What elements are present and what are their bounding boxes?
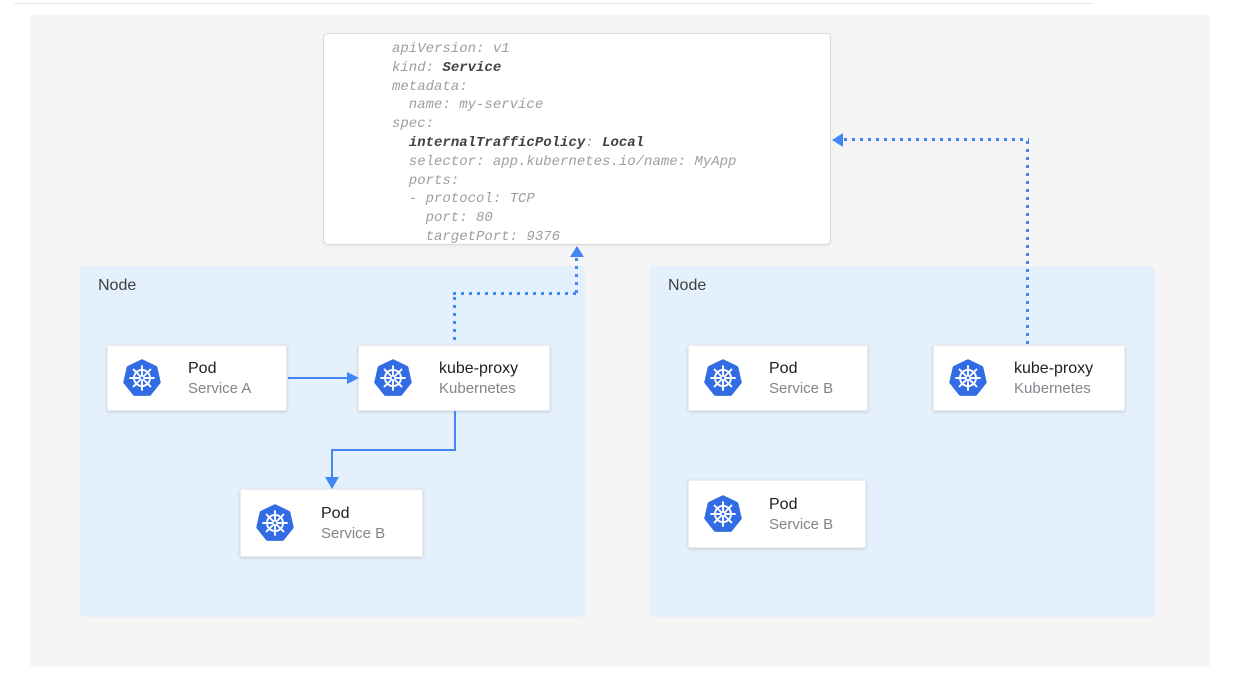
yaml-code-line: metadata:: [392, 78, 468, 95]
card-subtitle: Service A: [188, 379, 252, 397]
pod-service-b-card-right-top: Pod Service B: [688, 345, 868, 411]
node-label: Node: [668, 277, 707, 294]
dotted-arrow-left-kube-proxy-to-service-segment: [575, 258, 578, 294]
card-title: Pod: [188, 359, 217, 377]
pod-service-a-card: Pod Service A: [107, 345, 287, 411]
pod-service-b-card-right-bottom: Pod Service B: [688, 480, 866, 548]
kubernetes-icon: [704, 359, 742, 396]
yaml-config-card: apiVersion: v1 kind: Service metadata: nam…: [323, 33, 831, 245]
dotted-arrow-left-kube-proxy-to-service-segment: [453, 297, 456, 345]
yaml-code-line: spec:: [392, 116, 435, 133]
card-subtitle: Kubernetes: [1014, 379, 1091, 397]
dotted-arrow-right-kube-proxy-to-service-segment: [844, 138, 1029, 141]
arrow-pod-a-to-kube-proxy-head: [347, 372, 359, 384]
arrow-kube-proxy-to-pod-b-head: [325, 477, 339, 489]
kubernetes-icon: [256, 504, 294, 541]
dotted-arrow-right-kube-proxy-to-service-head: [832, 133, 843, 147]
kube-proxy-card-left: kube-proxy Kubernetes: [358, 345, 550, 411]
card-title: Pod: [769, 359, 798, 377]
card-title: Pod: [769, 495, 798, 513]
top-divider: [14, 3, 1093, 4]
arrow-pod-a-to-kube-proxy-line: [288, 377, 348, 379]
node-right: Node: [650, 266, 1155, 617]
card-subtitle: Kubernetes: [439, 379, 516, 397]
dotted-arrow-left-kube-proxy-to-service-segment: [453, 292, 580, 295]
card-subtitle: Service B: [769, 379, 834, 397]
kubernetes-icon: [374, 359, 412, 396]
yaml-code-line: port: 80: [392, 210, 493, 227]
yaml-code-line: targetPort: 9376: [392, 228, 561, 245]
yaml-code: apiVersion: v1 kind: Service metadata: nam…: [324, 34, 830, 247]
arrow-kube-proxy-to-pod-b-segment: [331, 449, 456, 451]
yaml-code-line: kind: Service: [392, 59, 502, 76]
yaml-code-line: internalTrafficPolicy: Local: [408, 134, 645, 151]
card-title: Pod: [321, 504, 350, 522]
card-title: kube-proxy: [1014, 359, 1094, 377]
arrow-kube-proxy-to-pod-b-segment: [454, 411, 456, 451]
yaml-code-line: ports:: [392, 172, 460, 189]
yaml-code-line: selector: app.kubernetes.io/name: MyApp: [392, 153, 737, 170]
yaml-code-line: apiVersion: v1: [392, 41, 510, 57]
node-left: Node: [80, 266, 585, 617]
pod-service-b-card-left: Pod Service B: [240, 489, 423, 557]
kubernetes-icon: [949, 359, 987, 396]
kube-proxy-card-right: kube-proxy Kubernetes: [933, 345, 1125, 411]
yaml-code-line: name: my-service: [392, 97, 544, 114]
yaml-code-line: - protocol: TCP: [392, 191, 535, 208]
kubernetes-icon: [704, 495, 742, 532]
card-subtitle: Service B: [321, 524, 386, 542]
dotted-arrow-right-kube-proxy-to-service-segment: [1026, 141, 1029, 345]
card-title: kube-proxy: [439, 359, 519, 377]
card-subtitle: Service B: [769, 515, 834, 533]
dotted-arrow-left-kube-proxy-to-service-head: [570, 246, 584, 257]
kubernetes-icon: [123, 359, 161, 396]
node-label: Node: [98, 277, 137, 294]
arrow-kube-proxy-to-pod-b-segment: [331, 449, 333, 478]
